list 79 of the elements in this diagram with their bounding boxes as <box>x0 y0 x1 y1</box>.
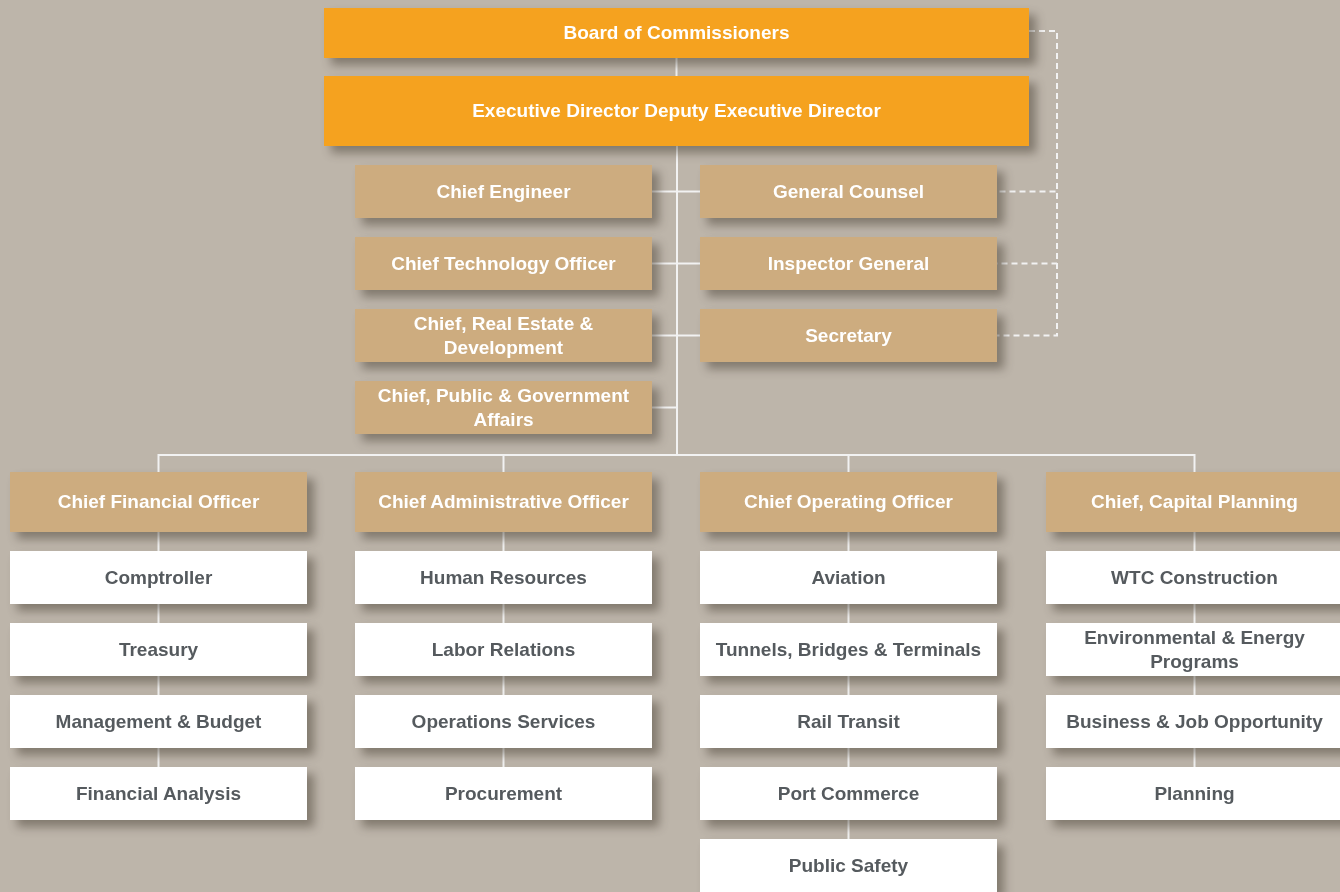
box-label: Board of Commissioners <box>563 21 790 45</box>
connector-line <box>847 603 850 624</box>
box-label: Chief Financial Officer <box>57 490 260 514</box>
box-label: Comptroller <box>104 565 213 590</box>
connector-line <box>157 603 160 624</box>
connector-line <box>1193 531 1196 552</box>
department-box <box>355 767 652 820</box>
box-label: Chief Administrative Officer <box>378 490 629 514</box>
department-box <box>700 623 997 676</box>
connector-line <box>847 675 850 696</box>
officer-box <box>1046 472 1340 532</box>
box-label: Management & Budget <box>55 709 262 734</box>
officer-box <box>700 165 997 218</box>
department-box <box>1046 767 1340 820</box>
box-label: Rail Transit <box>797 709 900 734</box>
department-box <box>700 695 997 748</box>
box-label: Chief Operating Officer <box>744 490 953 514</box>
box-label: Chief Engineer <box>436 179 571 204</box>
connector-line <box>1193 603 1196 624</box>
department-box <box>1046 623 1340 676</box>
officer-box <box>700 237 997 290</box>
box-label: Executive Director Deputy Executive Director <box>472 99 881 123</box>
officer-box <box>700 309 997 362</box>
box-label: Environmental & Energy Programs <box>1083 625 1306 674</box>
officer-box <box>355 309 652 362</box>
department-box <box>1046 695 1340 748</box>
box-label: Aviation <box>811 565 886 590</box>
executive-box <box>324 8 1029 58</box>
department-box <box>355 695 652 748</box>
connector-line <box>675 57 678 77</box>
officer-box <box>10 472 307 532</box>
box-label: Tunnels, Bridges & Terminals <box>715 637 982 662</box>
box-label: Secretary <box>805 323 892 348</box>
connector-line <box>502 675 505 696</box>
officer-box <box>700 472 997 532</box>
department-box <box>700 767 997 820</box>
connector-line <box>847 747 850 768</box>
department-box <box>10 551 307 604</box>
connector-line <box>847 819 850 840</box>
box-label: Financial Analysis <box>75 781 242 806</box>
officer-box <box>355 472 652 532</box>
connector-line <box>157 675 160 696</box>
connector-line <box>502 747 505 768</box>
department-box <box>355 551 652 604</box>
department-box <box>700 551 997 604</box>
officer-box <box>355 165 652 218</box>
dashed-connector <box>996 30 1058 337</box>
department-box <box>1046 551 1340 604</box>
department-box <box>700 839 997 892</box>
box-label: Port Commerce <box>777 781 920 806</box>
box-label: Chief, Capital Planning <box>1091 490 1298 514</box>
box-label: Public Safety <box>788 853 909 878</box>
box-label: Operations Services <box>411 709 596 734</box>
department-box <box>10 695 307 748</box>
box-label: Chief, Public & Government Affairs <box>376 383 631 432</box>
connector-line <box>1193 675 1196 696</box>
box-label: Chief, Real Estate & Development <box>412 311 595 360</box>
box-label: Business & Job Opportunity <box>1066 709 1323 734</box>
box-label: Human Resources <box>420 565 587 590</box>
department-box <box>355 623 652 676</box>
department-box <box>10 767 307 820</box>
box-label: Planning <box>1154 781 1235 806</box>
connector-line <box>1193 747 1196 768</box>
box-label: Inspector General <box>767 251 930 276</box>
connector-line <box>502 531 505 552</box>
box-label: Chief Technology Officer <box>391 251 616 276</box>
department-box <box>10 623 307 676</box>
officer-box <box>355 381 652 434</box>
connector-line <box>157 531 160 552</box>
connector-line <box>502 603 505 624</box>
box-label: Treasury <box>118 637 199 662</box>
officer-box <box>355 237 652 290</box>
box-label: Procurement <box>444 781 563 806</box>
connector-line <box>847 531 850 552</box>
executive-box <box>324 76 1029 146</box>
connector-line <box>157 747 160 768</box>
box-label: Labor Relations <box>431 637 576 662</box>
box-label: General Counsel <box>773 179 924 204</box>
box-label: WTC Construction <box>1111 565 1278 590</box>
